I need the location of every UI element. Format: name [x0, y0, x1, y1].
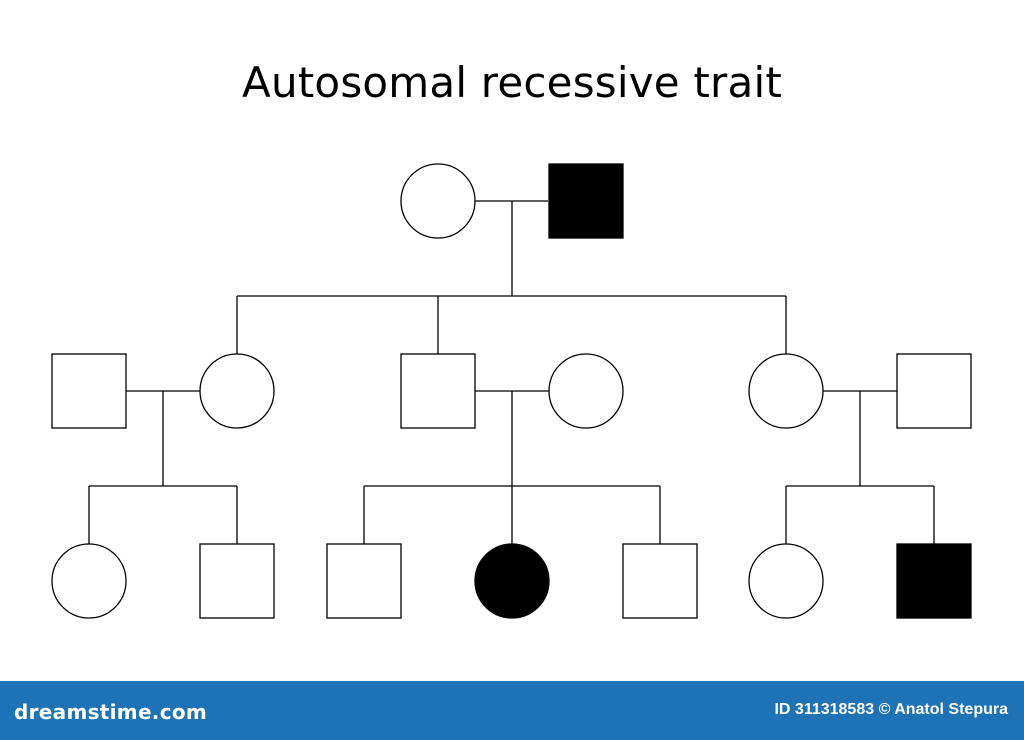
unaffected-female-i-1	[400, 163, 476, 239]
unaffected-male-ii-3	[400, 353, 476, 429]
affected-male-iii-7	[896, 543, 972, 619]
pedigree-chart	[51, 163, 972, 619]
unaffected-female-ii-2	[199, 353, 275, 429]
brand-logo-text[interactable]: dreamstime.com	[14, 700, 208, 724]
unaffected-male-ii-6	[896, 353, 972, 429]
unaffected-male-ii-1	[51, 353, 127, 429]
affected-male-i-2	[548, 163, 624, 239]
unaffected-female-ii-4	[548, 353, 624, 429]
unaffected-female-iii-1	[51, 543, 127, 619]
footer-bar: dreamstime.com ID 311318583 © Anatol Ste…	[0, 681, 1024, 740]
image-credit: ID 311318583 © Anatol Stepura	[774, 701, 1008, 718]
unaffected-female-ii-5	[748, 353, 824, 429]
unaffected-male-iii-2	[199, 543, 275, 619]
unaffected-female-iii-6	[748, 543, 824, 619]
unaffected-male-iii-3	[326, 543, 402, 619]
diagram-title: Autosomal recessive trait	[242, 58, 782, 107]
affected-female-iii-4	[474, 543, 550, 619]
unaffected-male-iii-5	[622, 543, 698, 619]
connector-lines	[88, 200, 935, 544]
